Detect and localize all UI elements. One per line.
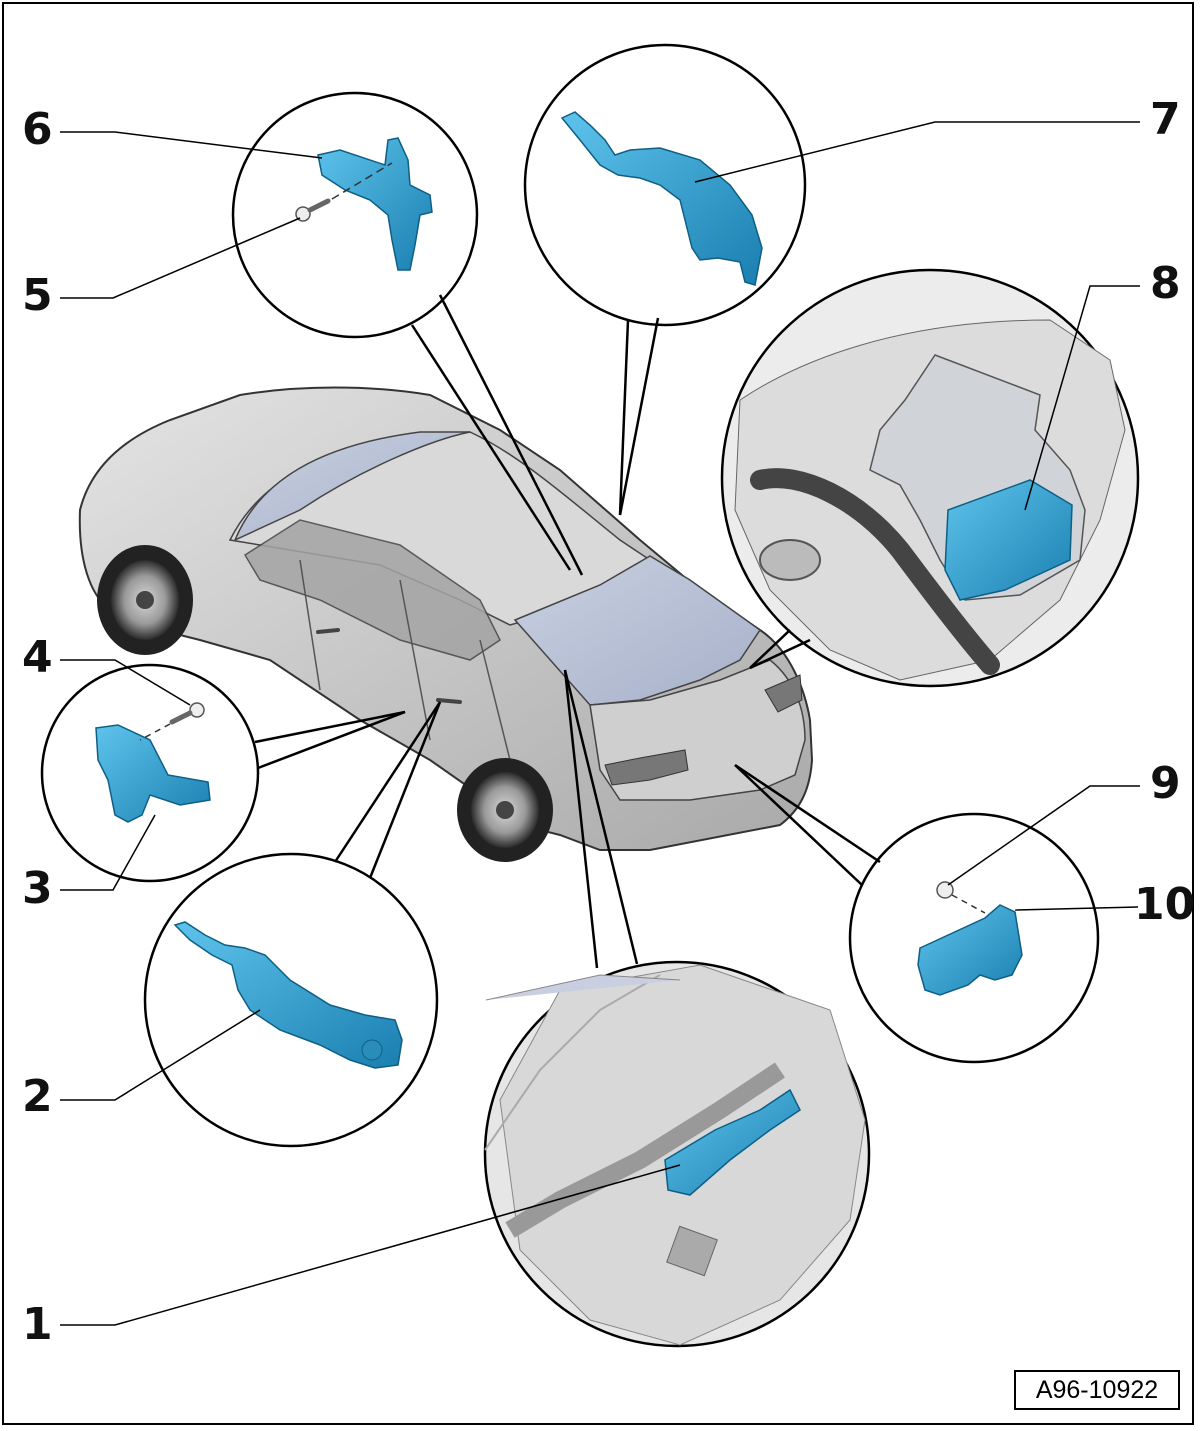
callout-7: 7 (1150, 94, 1181, 145)
callout-9: 9 (1150, 758, 1181, 809)
screw-icon (169, 702, 205, 725)
sensor-bracket-icon (317, 137, 433, 271)
detail-circle-door-handle-front (143, 852, 439, 1148)
control-unit-icon (869, 354, 1086, 601)
detail-connectors (254, 294, 881, 969)
sensor-bracket-icon (95, 724, 211, 823)
detail-circle-antenna (483, 960, 871, 1348)
nut-icon (936, 881, 954, 899)
detail-circle-door-sensor-front (40, 663, 260, 883)
detail-circle-door-sensor-rear (231, 91, 479, 339)
callout-10: 10 (1134, 879, 1196, 930)
car-windshield (233, 431, 471, 542)
car-tail-light-right (764, 674, 803, 713)
callout-3: 3 (22, 863, 53, 914)
door-handle-icon (560, 111, 763, 286)
detail-circle-rear-sensor (848, 812, 1100, 1064)
antenna-icon (664, 1088, 801, 1196)
callout-5: 5 (22, 270, 53, 321)
callout-6: 6 (22, 104, 53, 155)
leader-4 (60, 659, 191, 706)
detail-circle-control-unit (720, 268, 1140, 688)
car-tail-light-left (604, 749, 689, 786)
car-illustration (78, 386, 814, 862)
leader-10 (1014, 906, 1139, 911)
callout-1: 1 (22, 1299, 53, 1350)
leader-7 (694, 121, 1140, 183)
car-front-wheel (97, 545, 193, 655)
leader-8 (1024, 285, 1140, 511)
callout-8: 8 (1150, 258, 1181, 309)
callout-2: 2 (22, 1071, 53, 1122)
sensor-bracket-icon (917, 904, 1023, 996)
figure-id-label: A96-10922 (1014, 1370, 1180, 1410)
detail-circle-door-handle-rear (523, 43, 807, 327)
leader-lines (60, 121, 1140, 1326)
callout-4: 4 (22, 632, 53, 683)
door-handle-icon (173, 921, 403, 1069)
leader-5 (60, 217, 301, 299)
car-side-windows (243, 519, 501, 661)
leader-2 (60, 1009, 261, 1101)
leader-3 (60, 814, 156, 891)
leader-1 (60, 1164, 681, 1326)
leader-6 (60, 131, 323, 159)
leader-9 (947, 785, 1140, 886)
car-rear-wheel (457, 758, 553, 862)
